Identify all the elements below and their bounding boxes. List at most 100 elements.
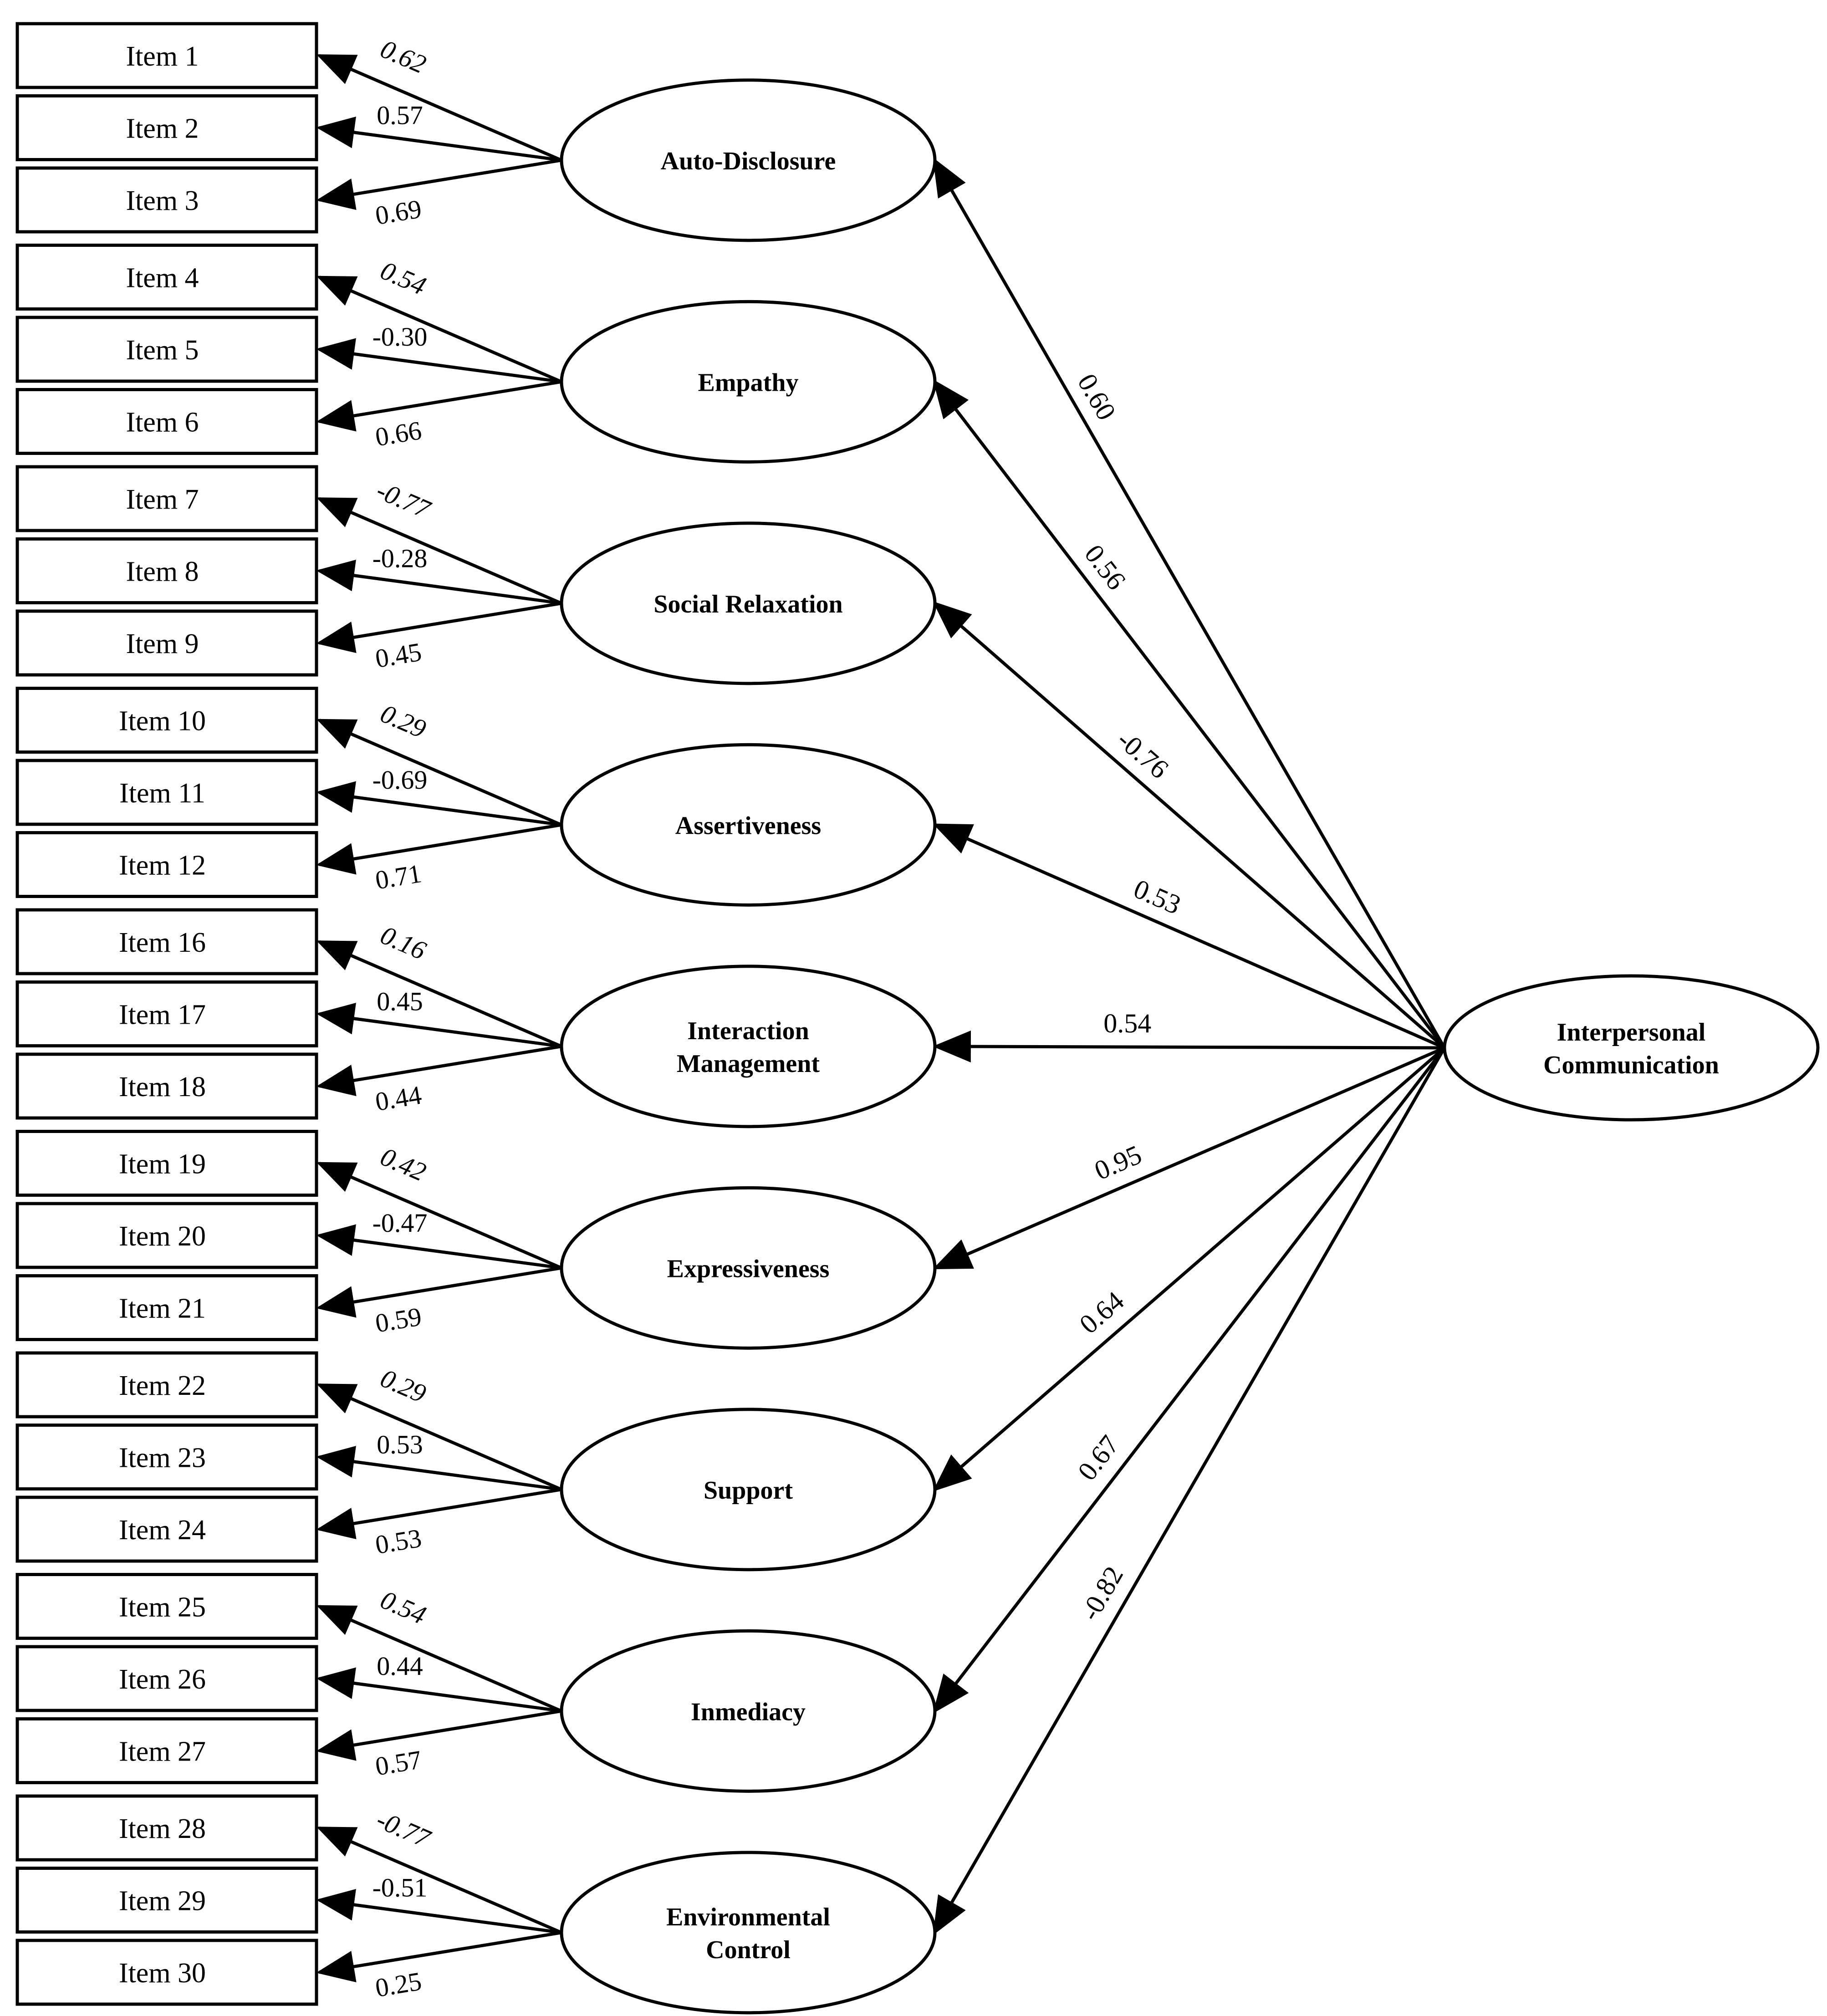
factor-ellipse [560, 743, 937, 907]
loading-value: -0.47 [373, 1208, 428, 1238]
loading-value: 0.29 [376, 699, 430, 744]
item-box [15, 316, 318, 383]
item-label: Item 23 [119, 1443, 206, 1474]
item-label: Item 3 [126, 185, 199, 216]
path-coefficient: 0.95 [1090, 1139, 1146, 1186]
item-box [15, 1130, 318, 1197]
structural-path-arrow [933, 379, 1446, 1049]
factor-ellipse [560, 300, 937, 464]
loading-arrow [316, 1003, 562, 1048]
factor-ellipse [560, 1629, 937, 1793]
path-coefficient: 0.54 [1103, 1008, 1151, 1038]
item-box [15, 1351, 318, 1419]
loading-value: 0.44 [373, 1080, 424, 1117]
loading-value: -0.51 [373, 1873, 428, 1903]
item-box [15, 980, 318, 1047]
item-label: Item 29 [119, 1886, 206, 1917]
item-label: Item 8 [126, 556, 199, 587]
loading-arrow [316, 380, 562, 432]
loading-value: 0.16 [376, 920, 430, 965]
factor-ellipse [560, 1851, 937, 2015]
loading-value: 0.45 [373, 637, 424, 674]
loading-arrow [316, 276, 562, 383]
loading-arrow [316, 719, 562, 827]
item-label: Item 27 [119, 1736, 206, 1767]
factor-label: Inmediacy [691, 1698, 806, 1726]
item-box [15, 1274, 318, 1341]
factor-ellipse [560, 965, 937, 1128]
path-coefficient: 0.60 [1072, 369, 1122, 425]
item-label: Item 18 [119, 1072, 206, 1102]
factor-ellipse [560, 1408, 937, 1572]
factor-label: Empathy [698, 368, 799, 397]
item-box [15, 1939, 318, 2006]
loading-value: 0.45 [377, 987, 423, 1016]
loading-arrow [316, 1826, 562, 1934]
loading-arrow [316, 54, 562, 162]
loading-arrow [316, 1045, 562, 1097]
item-label: Item 12 [119, 850, 206, 881]
loading-arrow [316, 781, 562, 827]
structural-path-arrow [933, 157, 1446, 1049]
loading-value: 0.59 [373, 1301, 424, 1338]
factor-label: Control [706, 1936, 791, 1964]
loading-arrow [316, 1605, 562, 1713]
factor-label: Support [704, 1476, 793, 1505]
loading-arrow [316, 1224, 562, 1270]
item-box [15, 22, 318, 89]
path-coefficient: -0.76 [1112, 725, 1174, 785]
item-label: Item 24 [119, 1515, 206, 1546]
item-box [15, 687, 318, 754]
item-label: Item 20 [119, 1221, 206, 1252]
item-box [15, 94, 318, 161]
loading-value: 0.57 [373, 1745, 424, 1781]
loading-arrow [316, 338, 562, 383]
item-box [15, 1645, 318, 1712]
loading-arrow [316, 1162, 562, 1270]
structural-path-arrow [932, 1046, 1445, 1270]
item-box [15, 244, 318, 311]
item-label: Item 19 [119, 1149, 206, 1180]
loading-value: -0.28 [373, 544, 428, 573]
loading-value: 0.42 [376, 1142, 430, 1187]
loading-value: -0.77 [372, 1804, 435, 1853]
loading-value: -0.30 [373, 322, 428, 352]
loading-value: 0.57 [377, 101, 423, 130]
path-coefficient: 0.67 [1072, 1430, 1125, 1486]
loading-arrow [316, 497, 562, 605]
item-label: Item 16 [119, 927, 206, 958]
item-label: Item 21 [119, 1293, 206, 1324]
item-box [15, 831, 318, 898]
loading-value: 0.54 [376, 255, 430, 301]
loading-arrow [316, 1889, 562, 1934]
factor-label: Assertiveness [675, 812, 821, 840]
item-box [15, 1867, 318, 1934]
item-label: Item 7 [126, 484, 199, 515]
path-coefficient: -0.82 [1075, 1561, 1129, 1625]
factor-ellipse [560, 78, 937, 242]
loading-value: 0.54 [376, 1585, 430, 1630]
structural-path-arrow [932, 1031, 1445, 1063]
loading-value: 0.53 [377, 1430, 423, 1460]
factor-ellipse [560, 521, 937, 685]
structural-path-arrow [933, 601, 1446, 1049]
loading-arrow [316, 158, 562, 210]
item-label: Item 17 [119, 1000, 206, 1031]
item-box [15, 1717, 318, 1784]
item-label: Item 6 [126, 407, 199, 438]
item-box [15, 465, 318, 532]
item-box [15, 1202, 318, 1269]
item-box [15, 388, 318, 455]
loading-arrow [316, 1931, 562, 1983]
item-box [15, 1573, 318, 1640]
item-label: Item 9 [126, 628, 199, 659]
structural-path-arrow [932, 823, 1445, 1050]
loading-value: 0.44 [377, 1651, 423, 1681]
loading-arrow [316, 1488, 562, 1540]
item-label: Item 25 [119, 1592, 206, 1623]
loading-value: 0.62 [376, 34, 430, 79]
loading-arrow [316, 560, 562, 605]
item-box [15, 537, 318, 604]
loading-arrow [316, 1266, 562, 1318]
item-box [15, 759, 318, 826]
